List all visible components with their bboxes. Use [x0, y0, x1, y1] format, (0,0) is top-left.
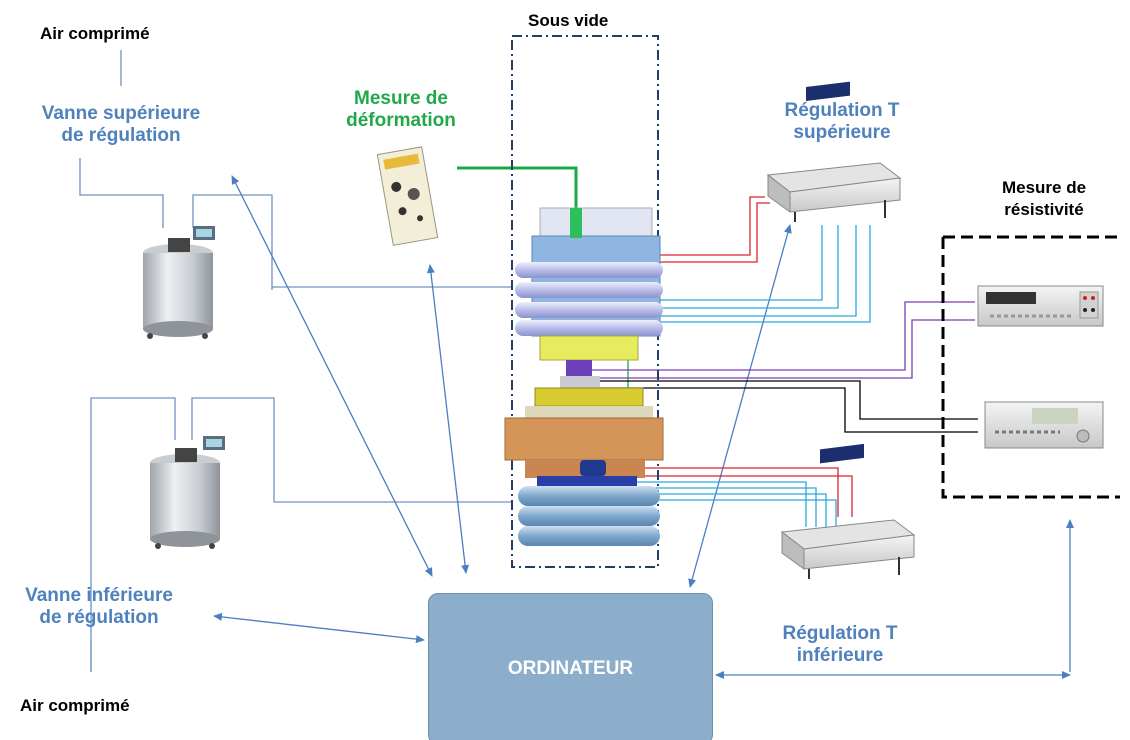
upper-valve-label: Vanne supérieure de régulation — [30, 103, 212, 147]
switch-unit-image — [984, 401, 1104, 449]
upper-valve-label-line1: Vanne supérieure — [41, 103, 201, 124]
lower-dewar-image — [150, 436, 225, 549]
upper-regulation-label: Régulation T supérieure — [778, 100, 906, 144]
computer-box: ORDINATEUR — [428, 593, 713, 740]
lower-valve-label: Vanne inférieure de régulation — [8, 585, 190, 629]
upper-valve-label-line2: de régulation — [61, 125, 181, 146]
air-supply-bottom-label: Air comprimé — [20, 696, 130, 715]
lower-regulation-label-line2: inférieure — [796, 645, 884, 666]
upper-regulation-label-line2: supérieure — [793, 122, 891, 143]
resistivity-label: Mesure de résistivité — [980, 177, 1108, 221]
strain-measure-label-line1: Mesure de — [354, 88, 448, 109]
air-supply-top-label: Air comprimé — [40, 24, 150, 43]
resistivity-label-line1: Mesure de — [1001, 178, 1087, 197]
resistivity-wires — [590, 301, 978, 433]
lower-regulation-wires — [600, 467, 853, 527]
strain-measure-label-line2: déformation — [346, 110, 456, 131]
upper-dewar-image — [143, 226, 215, 339]
resistivity-box-boundary — [941, 235, 1120, 499]
lower-regulation-label-line1: Régulation T — [782, 623, 898, 644]
vacuum-label: Sous vide — [528, 11, 609, 30]
upper-regulation-label-line1: Régulation T — [784, 100, 900, 121]
lower-regulation-label: Régulation T inférieure — [770, 623, 910, 667]
test-apparatus-image — [504, 207, 664, 546]
upper-regulation-wires — [615, 196, 871, 323]
lower-valve-label-line2: de régulation — [39, 607, 159, 628]
vacuum-chamber-boundary — [511, 35, 659, 568]
upper-regulator-image — [766, 81, 902, 222]
resistivity-label-line2: résistivité — [1004, 200, 1084, 219]
lower-valve-label-line1: Vanne inférieure — [25, 585, 173, 606]
computer-label: ORDINATEUR — [507, 658, 634, 679]
lower-regulator-image — [780, 443, 916, 579]
strain-measure-label: Mesure de déformation — [338, 88, 464, 132]
strain-conditioner-image — [376, 146, 439, 246]
communication-arrows — [213, 175, 1074, 679]
multimeter-image — [977, 285, 1104, 327]
